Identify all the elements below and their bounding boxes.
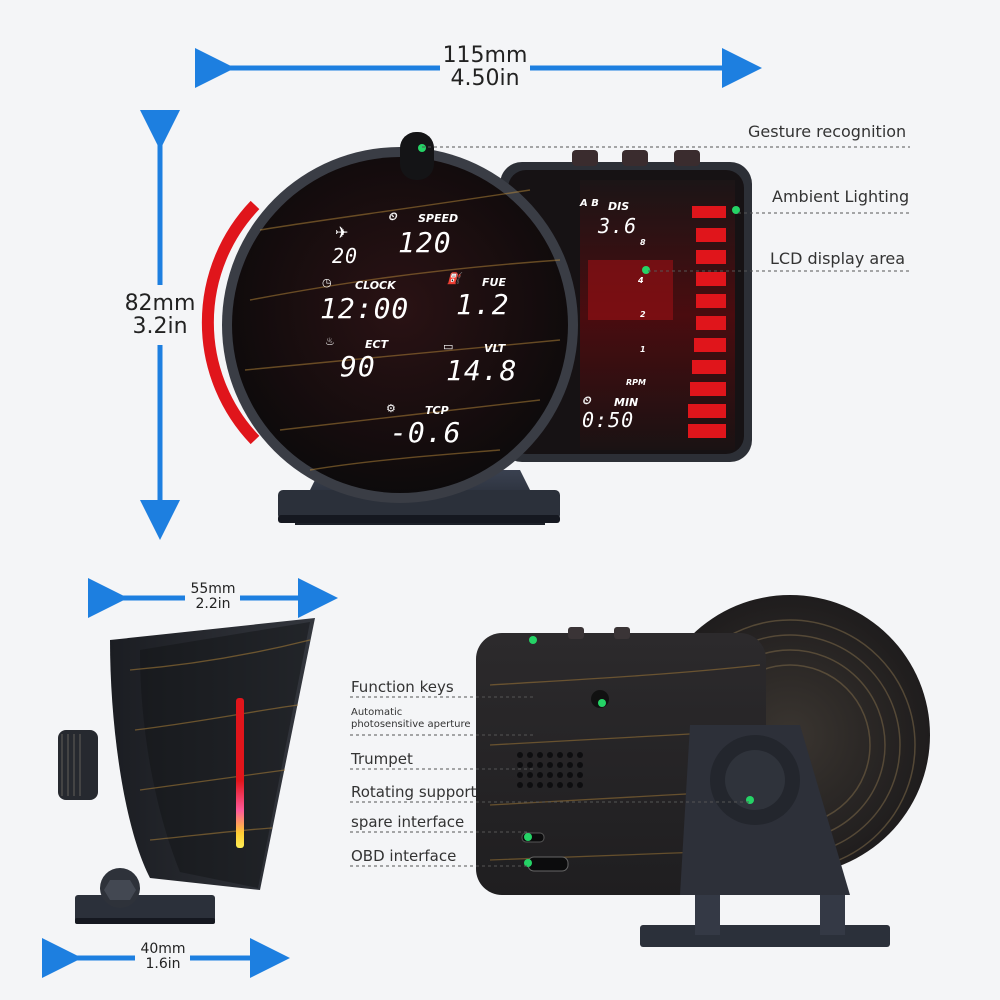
clock-label: CLOCK: [355, 279, 396, 292]
ect-value: 90: [340, 350, 376, 383]
tcp-label: TCP: [425, 404, 449, 417]
callout-obd-interface: OBD interface: [351, 847, 457, 865]
top-height-inch: 3.2in: [132, 314, 188, 340]
side-device-illustration: [58, 618, 315, 924]
fuel-label: FUE: [482, 276, 506, 289]
side-base-label: 40mm 1.6in: [134, 942, 192, 971]
callout-aperture-line2: photosensitive aperture: [351, 719, 471, 730]
speed-label: SPEED: [418, 212, 459, 225]
callout-spare-interface: spare interface: [351, 813, 465, 831]
satellite-icon: ✈: [335, 223, 349, 242]
dis-ab: A B: [580, 198, 599, 209]
back-callout-lines: [350, 696, 750, 867]
side-base-mm: 40mm: [140, 941, 186, 957]
clock-value: 12:00: [320, 292, 410, 325]
coolant-icon: ♨: [325, 335, 335, 348]
top-width-inch: 4.50in: [450, 66, 520, 92]
rpm-tick-4: 4: [638, 276, 644, 285]
rpm-label: RPM: [626, 378, 646, 387]
top-height-mm: 82mm: [124, 291, 196, 316]
vlt-label: VLT: [484, 342, 506, 355]
fuel-icon: ⛽: [447, 272, 461, 285]
side-depth-mm: 55mm: [190, 581, 236, 597]
callout-ambient-lighting: Ambient Lighting: [772, 187, 910, 206]
callout-gesture-recognition: Gesture recognition: [748, 122, 907, 141]
battery-icon: ▭: [443, 340, 454, 353]
front-callout-lines: [422, 146, 910, 272]
turbo-icon: ⚙: [386, 402, 396, 415]
speed-value: 120: [398, 226, 452, 259]
min-value: 0:50: [582, 408, 635, 432]
front-device-illustration: [201, 132, 752, 525]
callout-aperture: Automatic photosensitive aperture: [351, 707, 471, 731]
rpm-tick-2: 2: [640, 310, 646, 319]
top-width-mm: 115mm: [442, 43, 528, 68]
speed-icon: ⏲: [388, 210, 397, 223]
clock-icon: ◷: [322, 276, 332, 289]
ect-label: ECT: [365, 338, 389, 351]
dis-label: DIS: [608, 200, 630, 213]
side-depth-inch: 2.2in: [195, 595, 231, 612]
callout-function-keys: Function keys: [351, 678, 454, 696]
callout-trumpet: Trumpet: [351, 750, 413, 768]
min-label: MIN: [614, 396, 639, 409]
dis-value: 3.6: [598, 214, 638, 238]
callout-lcd-display-area: LCD display area: [770, 249, 906, 268]
vlt-value: 14.8: [446, 354, 518, 387]
satellite-count: 20: [332, 244, 359, 268]
tcp-value: -0.6: [390, 416, 462, 449]
timer-icon: ⏲: [582, 394, 591, 407]
top-width-label: 115mm 4.50in: [440, 44, 530, 90]
side-depth-label: 55mm 2.2in: [182, 582, 244, 611]
callout-aperture-line1: Automatic: [351, 707, 403, 718]
callout-rotating-support: Rotating support: [351, 783, 477, 801]
back-device-illustration: [476, 595, 930, 947]
rpm-tick-8: 8: [640, 238, 646, 247]
rpm-tick-1: 1: [640, 345, 646, 354]
fuel-value: 1.2: [456, 288, 510, 321]
side-base-inch: 1.6in: [145, 955, 181, 972]
top-height-label: 82mm 3.2in: [118, 292, 202, 338]
